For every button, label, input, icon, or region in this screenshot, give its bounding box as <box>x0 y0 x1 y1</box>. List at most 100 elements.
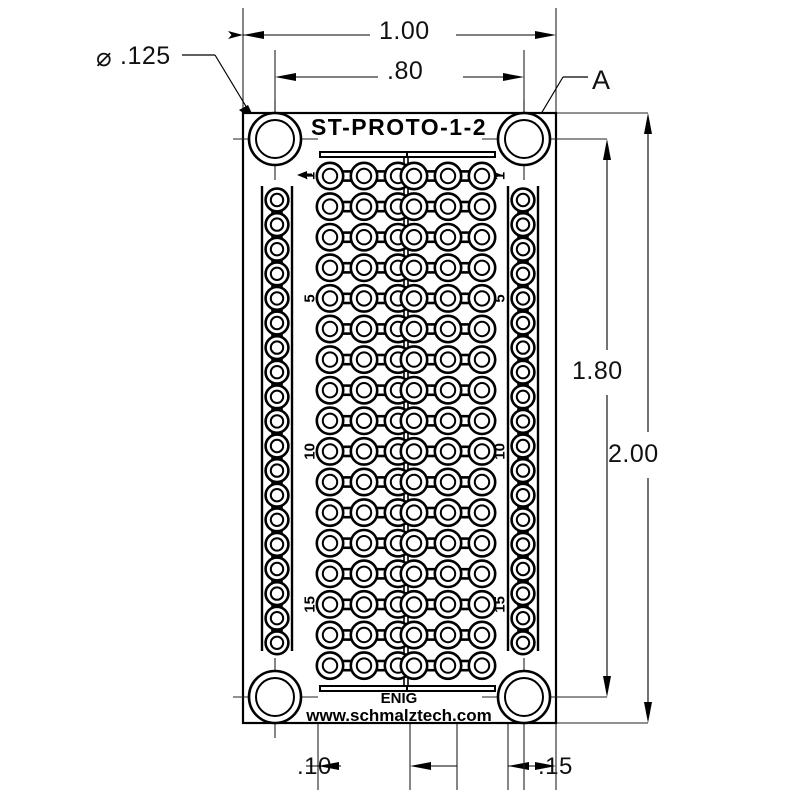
hole-diameter-value: .125 <box>120 42 171 70</box>
rail-pad-7-hole <box>269 340 285 355</box>
grid-pad-r1-left1-hole <box>321 167 339 185</box>
grid-pad-r2-left1-hole <box>321 198 339 215</box>
grid-pad-r14-right1-hole <box>405 565 423 582</box>
rail-pad-18-hole <box>515 611 531 626</box>
power-rail-left <box>264 187 290 656</box>
grid-pad-r9-left2-hole <box>355 412 373 429</box>
dim-hole-spacing-height: 1.80 <box>572 357 623 385</box>
grid-pad-r10-right3-hole <box>473 443 491 460</box>
grid-pad-r16-right1-hole <box>405 626 423 644</box>
rail-pad-10-hole <box>515 414 531 429</box>
rail-pad-17-hole <box>269 586 285 601</box>
rail-pad-11-hole <box>269 438 285 454</box>
grid-pad-r17-right2-hole <box>439 657 457 674</box>
grid-pad-r3-right2-hole <box>439 229 457 246</box>
dim-hole-spacing-width: .80 <box>387 57 424 85</box>
grid-pad-r9-left1-hole <box>321 412 339 429</box>
grid-pad-r9-right1-hole <box>405 412 423 429</box>
grid-pad-r1-right3-hole <box>473 167 491 185</box>
grid-pad-r12-right2-hole <box>439 504 457 521</box>
rail-pad-2-hole <box>515 217 531 232</box>
grid-pad-r8-right3-hole <box>473 382 491 399</box>
row-label-15-right: 15 <box>492 596 509 613</box>
row-label-10-right: 10 <box>492 443 509 460</box>
row-label-10-left: 10 <box>302 443 319 460</box>
rail-pad-1-hole <box>515 192 531 208</box>
grid-pad-r12-left2-hole <box>355 504 373 521</box>
rail-pad-16-hole <box>515 561 531 577</box>
rail-silkscreen-lines <box>260 186 540 651</box>
grid-pad-r8-left2-hole <box>355 382 373 399</box>
row-label-5-right: 5 <box>492 294 509 302</box>
rail-pad-12-hole <box>515 463 531 478</box>
rail-pad-19-hole <box>269 635 285 650</box>
grid-pad-r16-right2-hole <box>439 626 457 644</box>
grid-pad-r9-right3-hole <box>473 412 491 429</box>
grid-pad-r6-left2-hole <box>355 320 373 338</box>
grid-pad-r11-right3-hole <box>473 473 491 491</box>
grid-pad-r11-right1-hole <box>405 473 423 491</box>
grid-pad-r7-right3-hole <box>473 351 491 368</box>
mounting-hole-bottom-left <box>247 669 303 725</box>
prototype-pad-grid <box>315 161 497 681</box>
grid-pad-r13-right2-hole <box>439 535 457 552</box>
grid-pad-r14-right2-hole <box>439 565 457 582</box>
silkscreen-finish: ENIG <box>381 690 418 707</box>
rail-pad-6-hole <box>515 315 531 331</box>
grid-pad-r17-right1-hole <box>405 657 423 674</box>
grid-pad-r8-right2-hole <box>439 382 457 399</box>
row-label-15-left: 15 <box>302 596 319 613</box>
grid-pad-r5-right1-hole <box>405 290 423 307</box>
grid-pad-r8-right1-hole <box>405 382 423 399</box>
grid-pad-r13-left2-hole <box>355 535 373 552</box>
grid-pad-r9-right2-hole <box>439 412 457 429</box>
grid-pad-r7-left2-hole <box>355 351 373 368</box>
mounting-hole-top-right <box>496 111 552 167</box>
rail-pad-5-hole <box>515 291 531 306</box>
grid-pad-r5-left1-hole <box>321 290 339 307</box>
grid-pad-r5-right3-hole <box>473 290 491 307</box>
grid-pad-r6-right3-hole <box>473 320 491 338</box>
rail-pad-9-hole <box>269 389 285 404</box>
rail-pad-16-hole <box>269 561 285 577</box>
grid-pad-r8-left1-hole <box>321 382 339 399</box>
rail-pad-2-hole <box>269 217 285 232</box>
grid-pad-r17-left2-hole <box>355 657 373 674</box>
grid-pad-r1-right2-hole <box>439 167 457 185</box>
grid-pad-r15-right1-hole <box>405 596 423 613</box>
grid-pad-r13-left1-hole <box>321 535 339 552</box>
power-rail-right <box>510 187 536 656</box>
grid-pad-r16-right3-hole <box>473 626 491 644</box>
grid-pad-r17-right3-hole <box>473 657 491 674</box>
grid-pad-r7-left1-hole <box>321 351 339 368</box>
rail-pad-9-hole <box>515 389 531 404</box>
grid-pad-r3-right1-hole <box>405 229 423 246</box>
dim-overall-height: 2.00 <box>608 440 659 468</box>
grid-pad-r7-right1-hole <box>405 351 423 368</box>
grid-pad-r4-right2-hole <box>439 259 457 276</box>
grid-pad-r15-right3-hole <box>473 596 491 613</box>
grid-pad-r2-right2-hole <box>439 198 457 215</box>
mounting-hole-top-left <box>247 111 303 167</box>
grid-pad-r15-left1-hole <box>321 596 339 613</box>
mounting-holes <box>247 111 552 725</box>
grid-pad-r11-left1-hole <box>321 473 339 491</box>
dim-overall-width: 1.00 <box>379 17 430 45</box>
grid-pad-r6-right2-hole <box>439 320 457 338</box>
grid-pad-r6-left1-hole <box>321 320 339 338</box>
row-label-5-left: 5 <box>302 294 319 302</box>
rail-pad-15-hole <box>269 537 285 552</box>
rail-pad-4-hole <box>269 266 285 281</box>
row-label-1-right: 1 <box>492 172 509 180</box>
grid-pad-r3-right3-hole <box>473 229 491 246</box>
rail-pad-11-hole <box>515 438 531 454</box>
grid-pad-r3-left1-hole <box>321 229 339 246</box>
rail-pad-1-hole <box>269 192 285 208</box>
rail-pad-4-hole <box>515 266 531 281</box>
rail-pad-3-hole <box>269 242 285 257</box>
grid-pad-r16-left1-hole <box>321 626 339 644</box>
grid-pad-r11-right2-hole <box>439 473 457 491</box>
grid-pad-r5-right2-hole <box>439 290 457 307</box>
